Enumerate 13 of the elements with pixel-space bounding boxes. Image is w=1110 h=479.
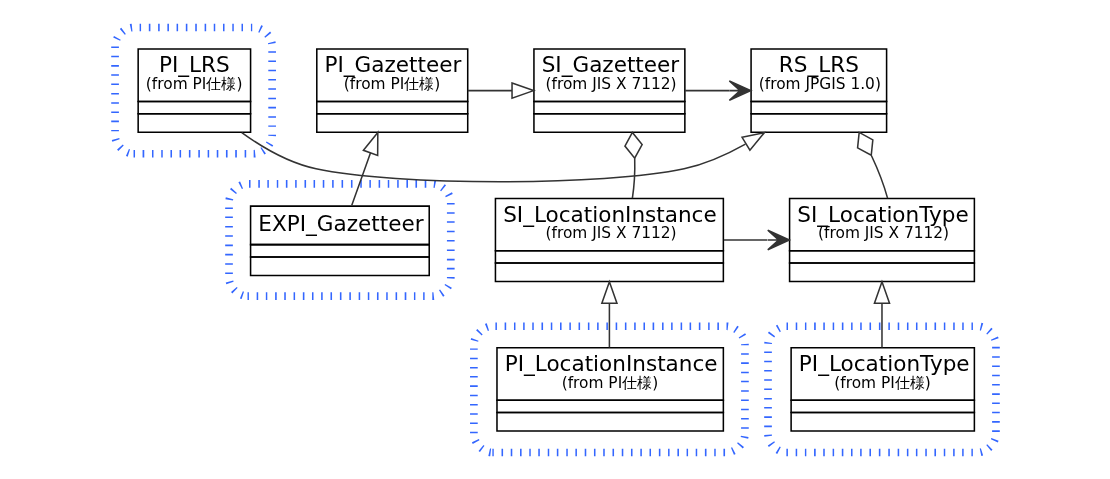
arrow	[683, 79, 752, 101]
cluster	[763, 321, 1000, 456]
arrow	[872, 278, 891, 348]
connector	[623, 130, 643, 199]
cluster	[224, 179, 455, 300]
arrow	[722, 229, 790, 250]
arrow	[466, 81, 536, 99]
arrow	[350, 129, 379, 206]
cluster	[110, 23, 276, 158]
connector	[856, 130, 888, 199]
arrow	[600, 278, 618, 348]
cluster	[469, 321, 749, 456]
arrow	[240, 130, 766, 182]
